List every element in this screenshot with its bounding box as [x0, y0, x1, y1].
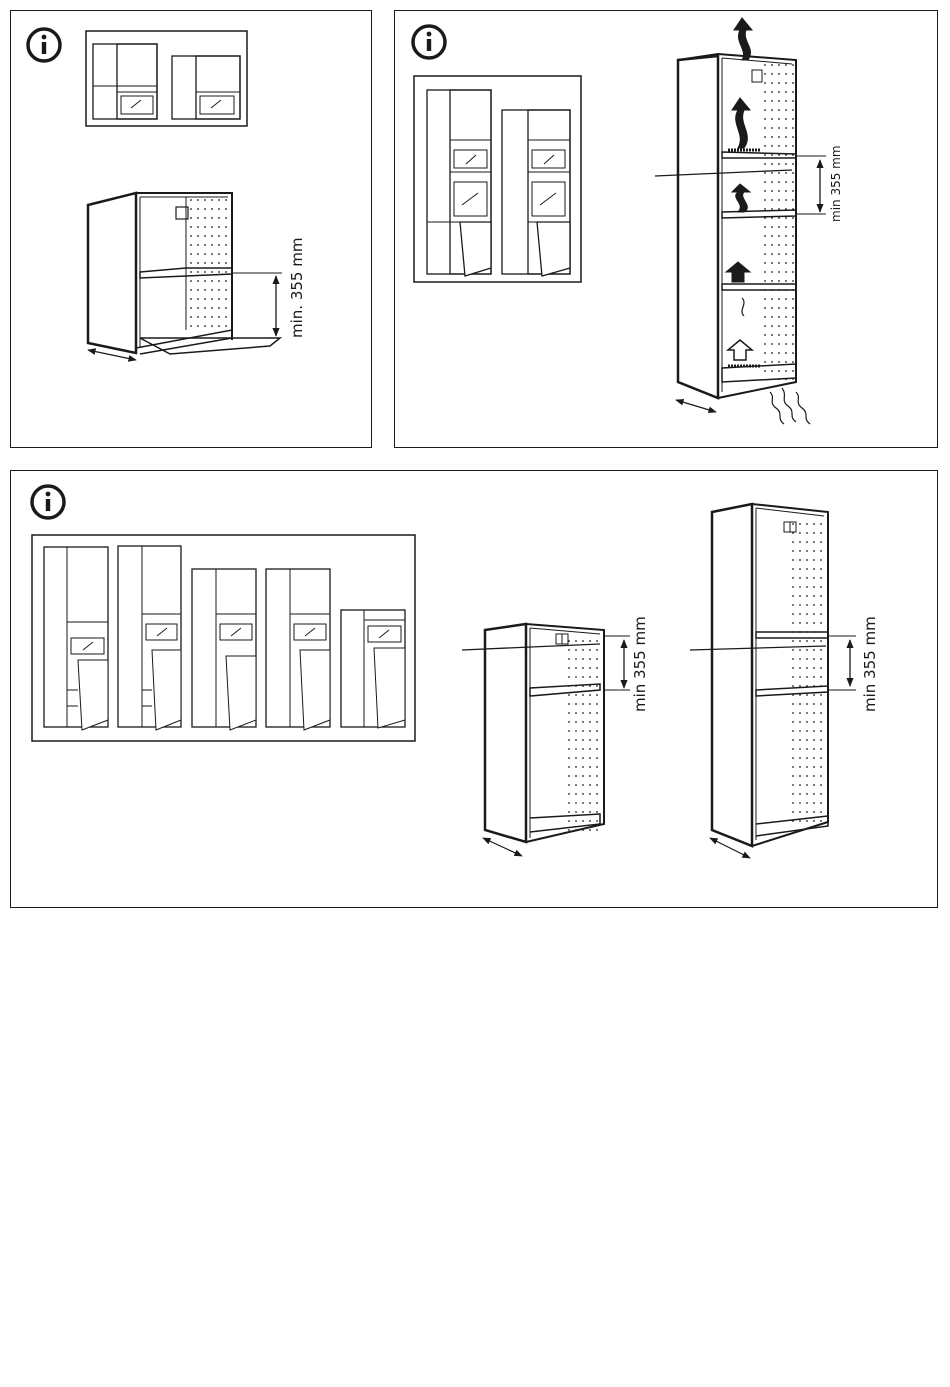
- dimension-line-vertical: [604, 636, 630, 690]
- inset-tall-oven-cabinets: [414, 76, 581, 282]
- dimension-line-vertical: [796, 156, 826, 214]
- cabinet-frame-open: [88, 193, 280, 360]
- dimension-label: min 355 mm: [829, 145, 843, 222]
- dimension-label: min 355 mm: [861, 616, 879, 712]
- tall-cabinet-frame: [655, 54, 796, 412]
- info-icon: [32, 486, 64, 518]
- inset-wall-cabinets: [86, 31, 247, 126]
- dimension-line-vertical: [828, 636, 856, 690]
- cabinet-frame-tall: [690, 504, 828, 858]
- inset-five-cabinets: [32, 535, 415, 741]
- dimension-label: min 355 mm: [631, 616, 649, 712]
- dimension-label: min. 355 mm: [288, 238, 306, 338]
- info-icon: [28, 29, 60, 61]
- cabinet-frame-medium: [462, 624, 604, 856]
- dimension-line-vertical: [232, 273, 282, 336]
- info-icon: [413, 26, 445, 58]
